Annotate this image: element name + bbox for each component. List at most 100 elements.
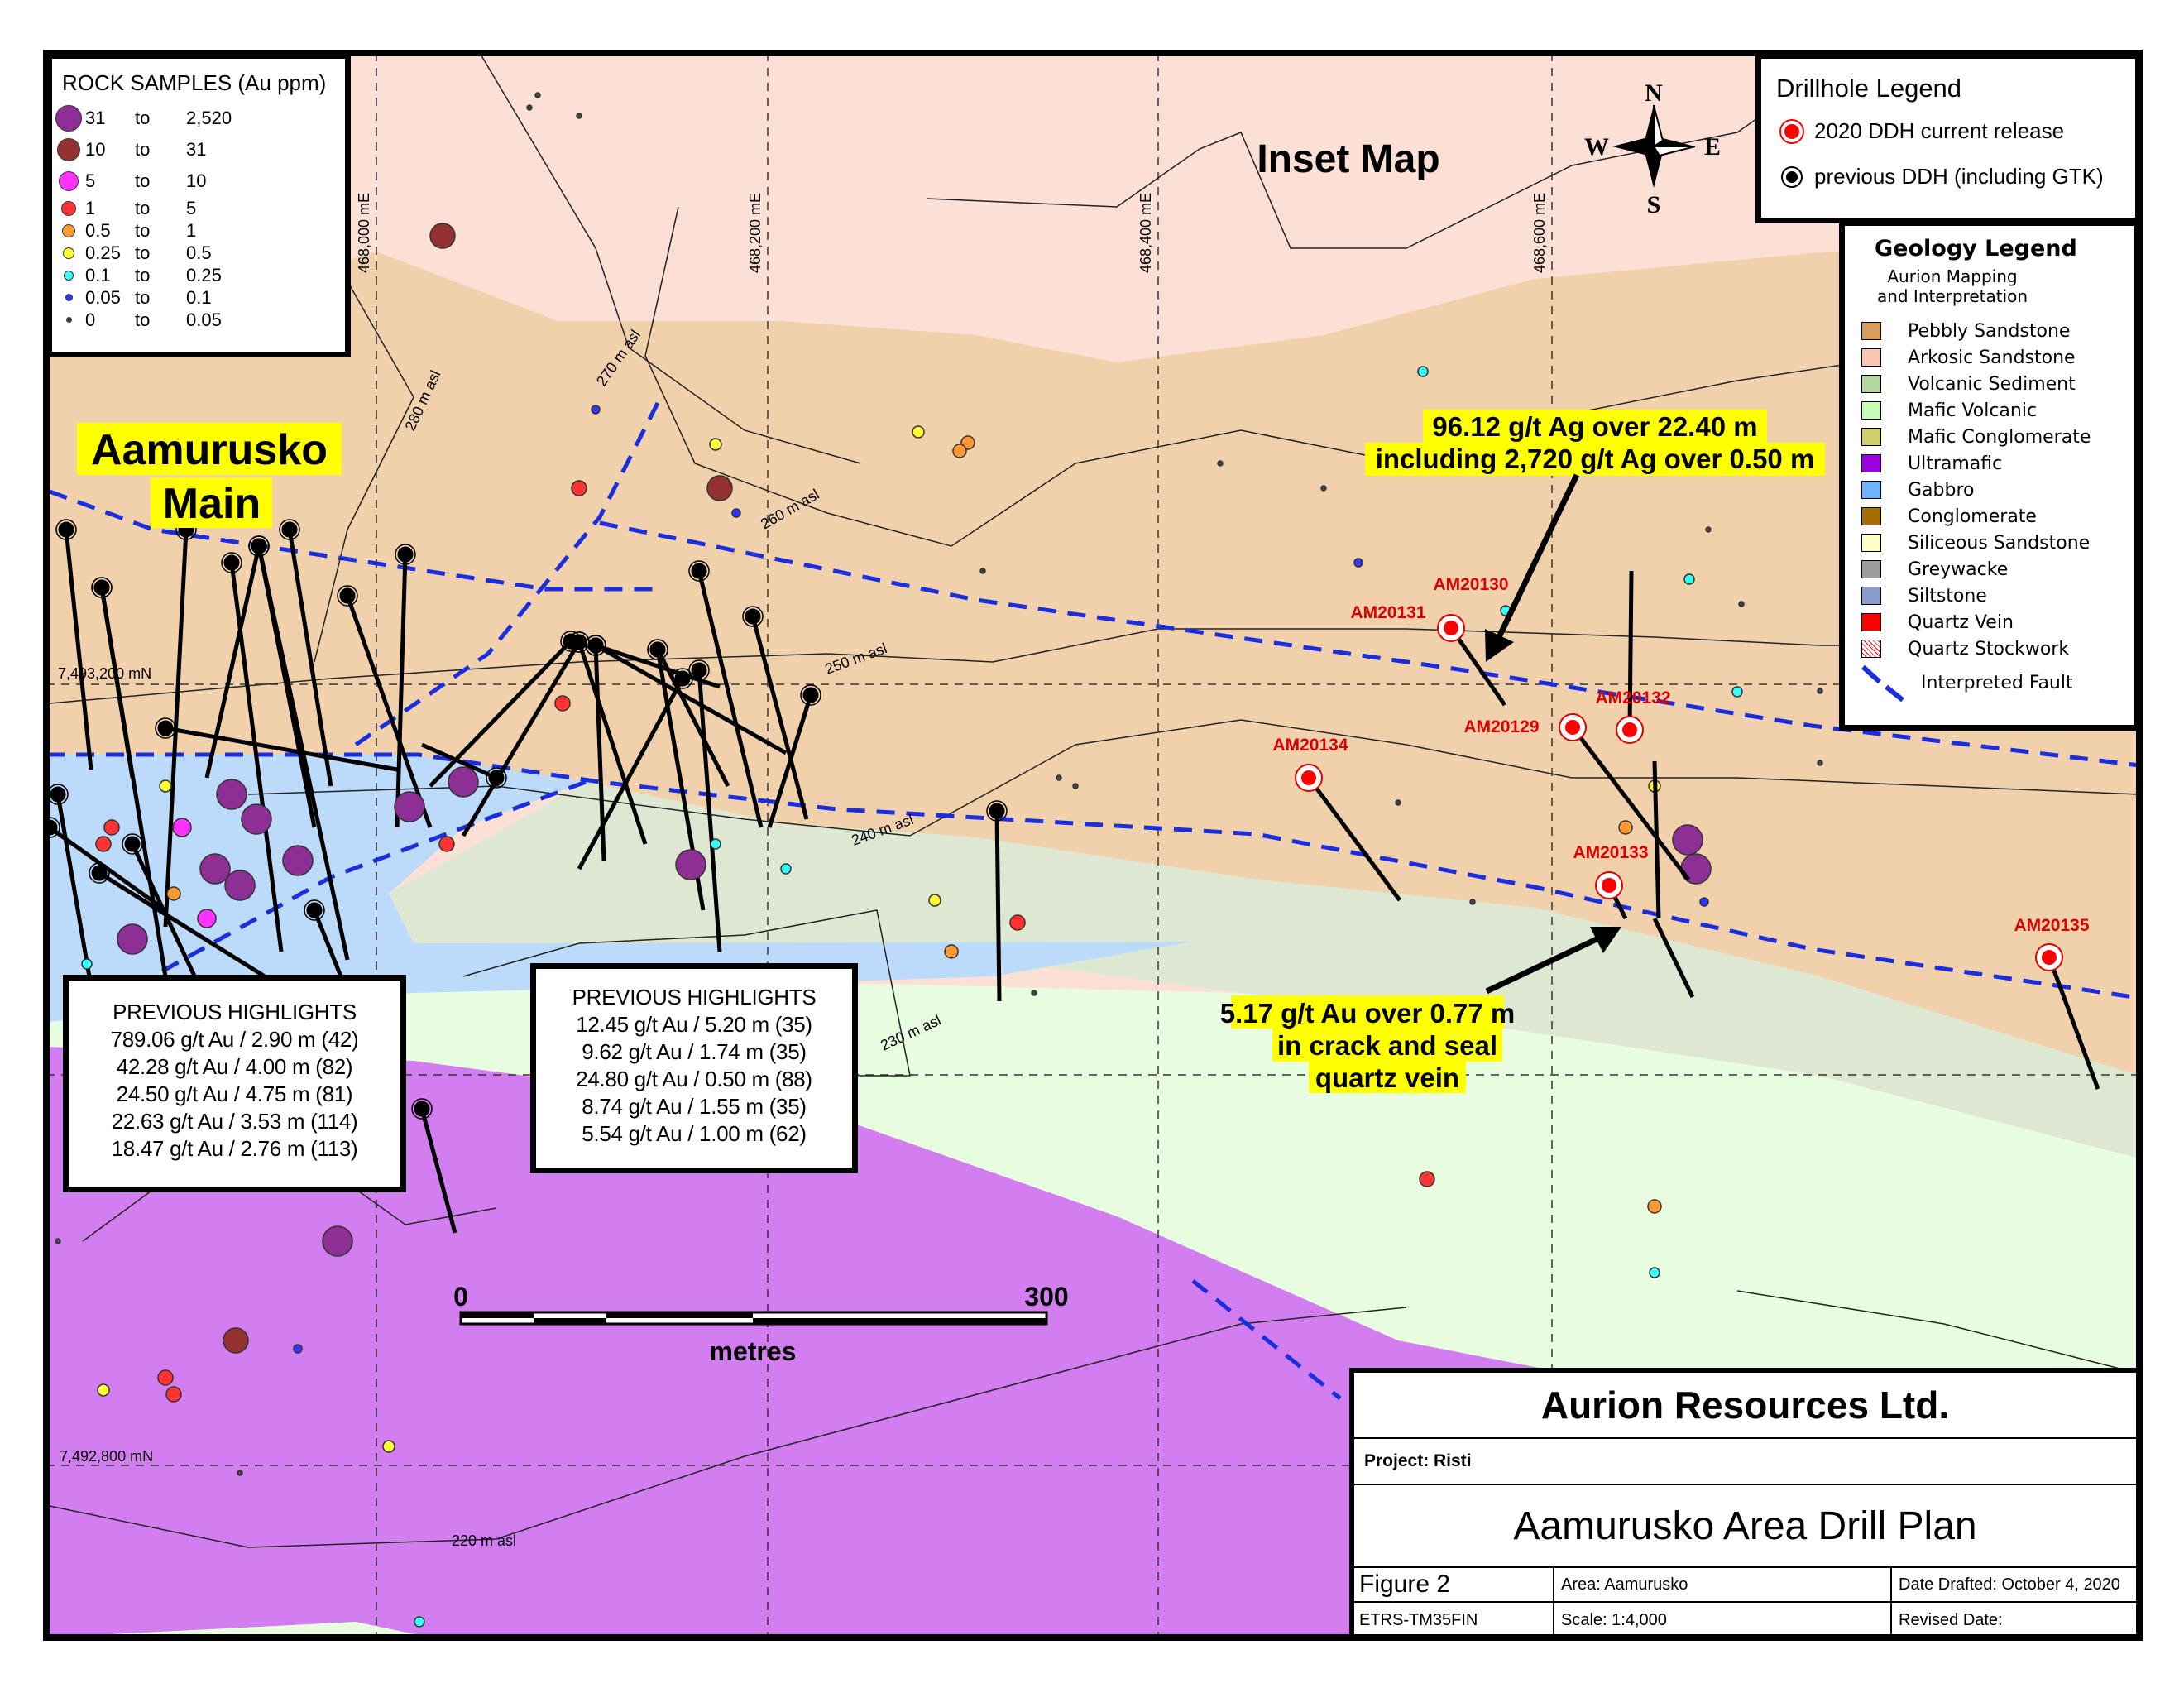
previous-drillhole-collar — [124, 836, 141, 852]
legend-row: 10 to 31 — [52, 134, 345, 165]
rock-sample-point — [414, 1616, 425, 1628]
legend-item-label: Mafic Volcanic — [1908, 400, 2038, 421]
fault-line-icon — [1861, 664, 1904, 702]
projection: ETRS-TM35FIN — [1354, 1603, 1554, 1638]
geology-legend: Geology Legend Aurion Mapping and Interp… — [1839, 220, 2139, 731]
previous-drillhole-collar — [691, 662, 707, 679]
previous-drillhole-collar — [93, 579, 110, 596]
drillhole-collar-2020 — [2042, 950, 2057, 965]
range-to: 0.1 — [186, 286, 212, 308]
range-from: 0 — [85, 309, 96, 330]
legend-item-label: Pebbly Sandstone — [1908, 320, 2071, 342]
previous-drillhole-trace — [767, 694, 813, 828]
legend-row: Quartz Stockwork — [1845, 635, 2134, 662]
range-to-word: to — [135, 309, 151, 330]
svg-text:0: 0 — [453, 1282, 468, 1312]
rock-sample-point — [1649, 1267, 1660, 1278]
geology-swatch-icon — [1861, 613, 1881, 631]
rock-sample-point — [429, 223, 456, 249]
previous-drillhole-trace — [655, 648, 730, 788]
highlight-row: 42.28 g/t Au / 4.00 m (82) — [116, 1054, 353, 1079]
previous-drillhole-collar — [649, 641, 666, 658]
grid-label-easting: 468,400 mE — [1138, 193, 1154, 273]
rock-sample-point — [1417, 366, 1429, 377]
previous-drillhole-trace — [287, 529, 333, 787]
rock-sample-point — [1680, 853, 1712, 885]
range-to-word: to — [135, 108, 151, 128]
scale-bar: 0 300 metres — [453, 1282, 1069, 1366]
drillhole-label: AM20133 — [1573, 843, 1648, 862]
rock-sample-point — [165, 1386, 182, 1403]
previous-drillhole-trace — [165, 726, 398, 772]
previous-drillhole-collar — [50, 786, 66, 803]
previous-drillhole-trace — [750, 616, 809, 820]
current-drillhole-traces — [1306, 570, 2100, 1090]
map-scale: Scale: 1:4,000 — [1554, 1603, 1892, 1638]
geology-swatch-icon — [1861, 401, 1881, 420]
previous-drillhole-collar — [91, 577, 113, 598]
drillhole-label: AM20134 — [1272, 736, 1348, 755]
rock-sample-point — [576, 113, 582, 119]
previous-drillhole-collar — [55, 519, 77, 540]
previous-drillhole-collar — [339, 587, 356, 604]
rock-sample-point — [117, 923, 148, 955]
geology-swatch-icon — [1861, 507, 1881, 525]
sample-dot-icon — [52, 317, 85, 323]
rock-sample-point — [1320, 485, 1327, 492]
range-from: 0.1 — [85, 264, 111, 285]
previous-drillhole-trace — [697, 669, 722, 952]
range-from: 0.05 — [85, 286, 121, 308]
previous-drillhole-collar — [221, 552, 242, 573]
sample-dot-icon — [52, 105, 85, 132]
rock-sample-point — [382, 1440, 395, 1453]
rock-sample-point — [1395, 799, 1401, 806]
legend-row: 0.1 to 0.25 — [52, 264, 345, 286]
previous-drillhole-trace — [420, 742, 498, 780]
gabbro-area — [50, 755, 1191, 1022]
legend-item-label: 2020 DDH current release — [1814, 118, 2065, 143]
legend-item-label: Quartz Vein — [1908, 611, 2014, 633]
rock-sample-point — [1738, 601, 1745, 607]
highlight-row: 24.50 g/t Au / 4.75 m (81) — [116, 1081, 353, 1106]
previous-drillhole-collar — [672, 668, 693, 689]
previous-drillhole-collar — [306, 902, 323, 918]
range-to-word: to — [135, 242, 151, 263]
rock-sample-point — [199, 853, 231, 885]
legend-row: 0.25 to 0.5 — [52, 242, 345, 264]
grid-label-northing: 7,493,200 mN — [58, 665, 151, 682]
highlight-row: 22.63 g/t Au / 3.53 m (114) — [111, 1109, 358, 1134]
range-to-word: to — [135, 286, 151, 308]
drillhole-collar-2020 — [1301, 770, 1316, 785]
previous-drillhole-collar — [989, 803, 1005, 819]
geology-swatch-icon — [1861, 348, 1881, 367]
drillhole-label: AM20129 — [1463, 717, 1539, 736]
legend-title: ROCK SAMPLES (Au ppm) — [62, 70, 327, 95]
previous-drillhole-collar — [395, 544, 416, 565]
previous-drillhole-trace — [98, 870, 266, 979]
legend-item-label: Quartz Stockwork — [1908, 638, 2070, 659]
grid-label-easting: 468,600 mE — [1531, 193, 1548, 273]
previous-drillhole-collar — [223, 554, 240, 571]
volcanic-sediment-area — [389, 782, 2136, 1158]
highlight-row: 789.06 g/t Au / 2.90 m (42) — [110, 1027, 359, 1052]
rock-sample-point — [526, 104, 533, 111]
drillhole-collar-2020 — [1622, 722, 1637, 737]
rock-sample-point — [224, 870, 256, 901]
highlight-row: 5.54 g/t Au / 1.00 m (62) — [582, 1121, 807, 1146]
drillhole-label: AM20131 — [1350, 603, 1425, 622]
ag-intercept-annotation: including 2,720 g/t Ag over 0.50 m — [1376, 444, 1815, 474]
map-title: Aamurusko Area Drill Plan — [1513, 1503, 1977, 1548]
sample-dot-icon — [52, 294, 85, 301]
rock-sample-point — [166, 886, 181, 901]
drillhole-collar-2020 — [1444, 621, 1458, 635]
rock-sample-point — [1817, 688, 1823, 694]
previous-drillhole-collar — [742, 606, 764, 627]
legend-row: Siliceous Sandstone — [1845, 530, 2134, 556]
legend-row: Arkosic Sandstone — [1845, 344, 2134, 371]
previous-highlights-right: PREVIOUS HIGHLIGHTS 12.45 g/t Au / 5.20 … — [530, 963, 858, 1173]
previous-drillhole-collar — [50, 784, 69, 805]
legend-row: Volcanic Sediment — [1845, 371, 2134, 397]
drillhole-collar-2020 — [1602, 878, 1616, 893]
geology-swatch-icon — [1861, 534, 1881, 552]
